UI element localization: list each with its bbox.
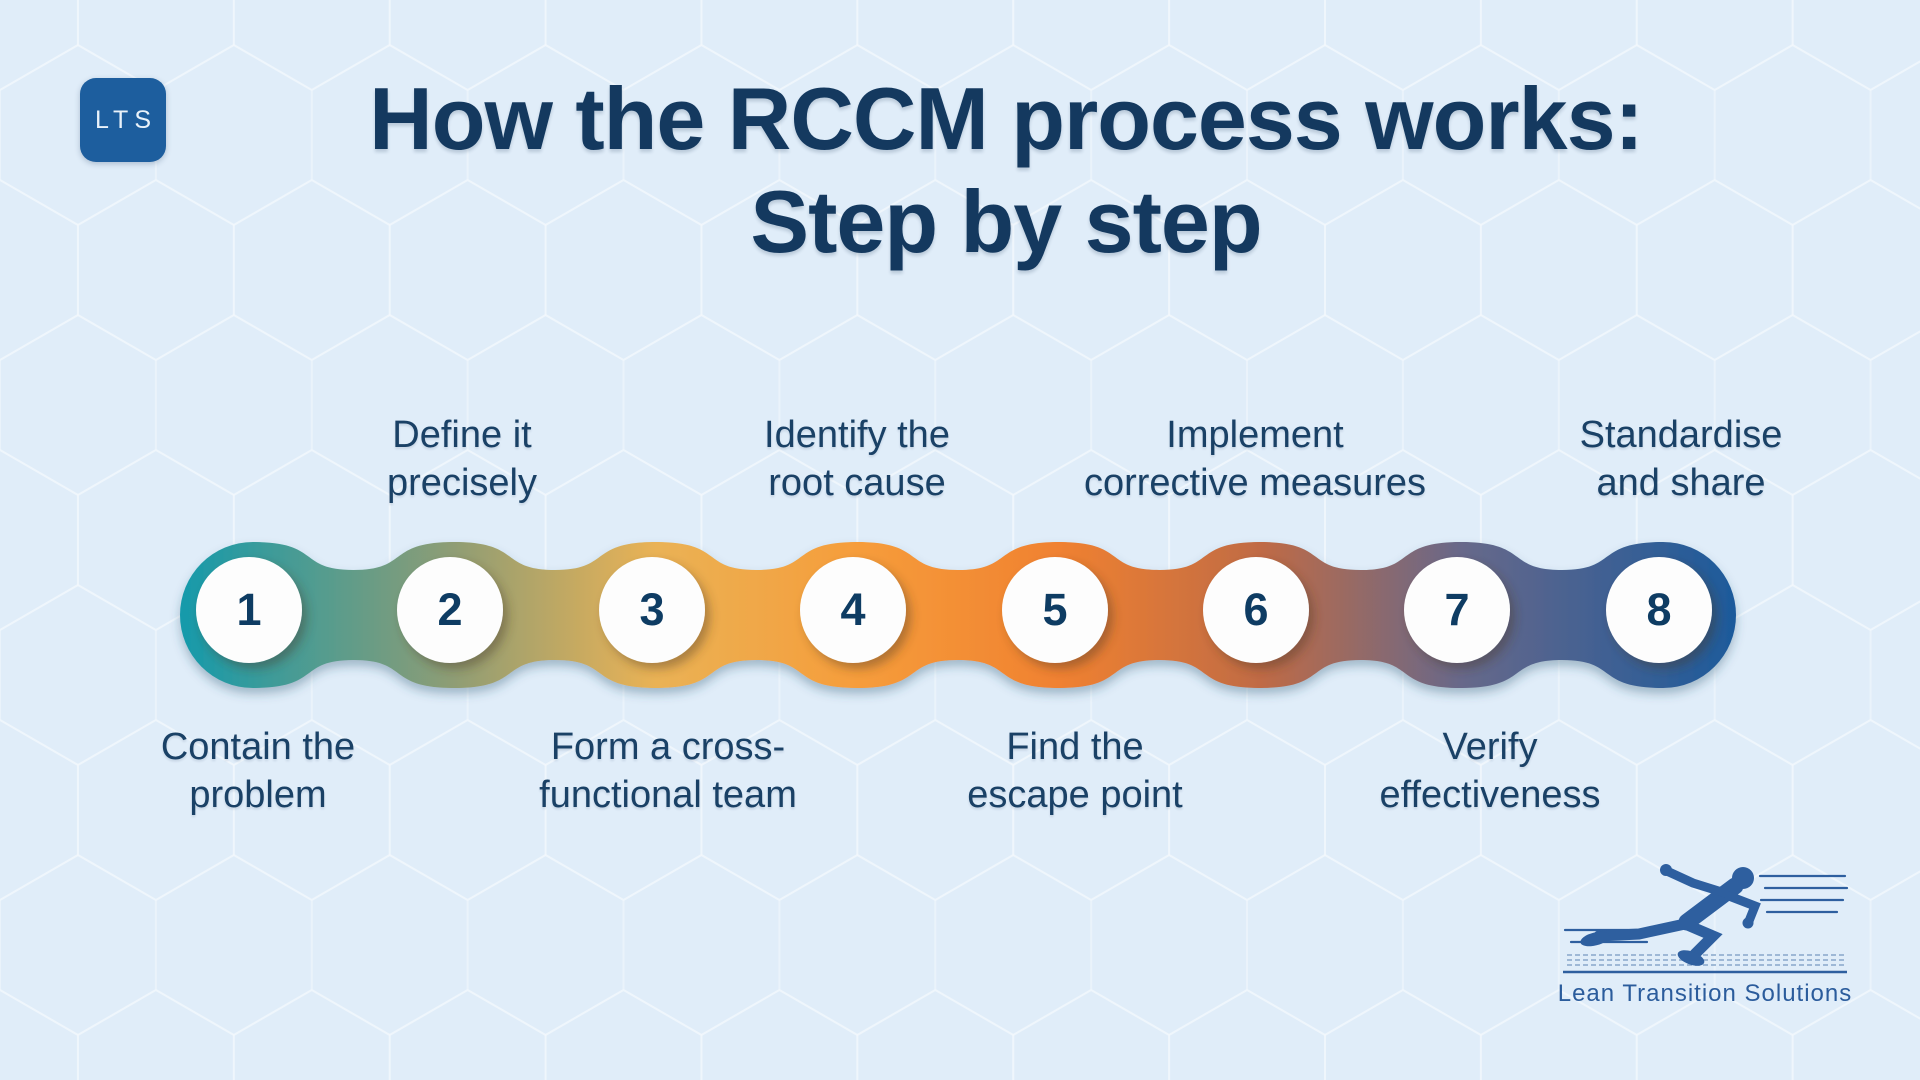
runner-figure — [1580, 864, 1761, 966]
step-6-number: 6 — [1243, 584, 1269, 635]
micro-text-strip — [1567, 954, 1845, 966]
step-3-number: 3 — [639, 584, 665, 635]
step-8-number: 8 — [1646, 584, 1672, 635]
step-2-number: 2 — [437, 584, 463, 635]
company-name: Lean Transition Solutions — [1557, 980, 1853, 1007]
title-line-1: How the RCCM process works: — [369, 69, 1644, 168]
step-4-number: 4 — [840, 584, 866, 635]
step-1-number: 1 — [236, 584, 262, 635]
title-line-2: Step by step — [750, 171, 1262, 271]
page-title: How the RCCM process works: Step by step — [92, 68, 1920, 274]
step-5-number: 5 — [1042, 584, 1068, 635]
process-chain-graphic — [180, 542, 1736, 688]
step-3-label: Form a cross-functional team — [539, 726, 797, 816]
step-7-number: 7 — [1444, 584, 1470, 635]
lts-badge-label: LTS — [95, 105, 157, 134]
lts-brand-badge: LTS — [80, 78, 166, 162]
chain-circle-faces — [196, 557, 1712, 663]
company-logo: Lean Transition Solutions — [1555, 852, 1855, 1017]
sprinting-runner-icon — [1563, 864, 1849, 974]
